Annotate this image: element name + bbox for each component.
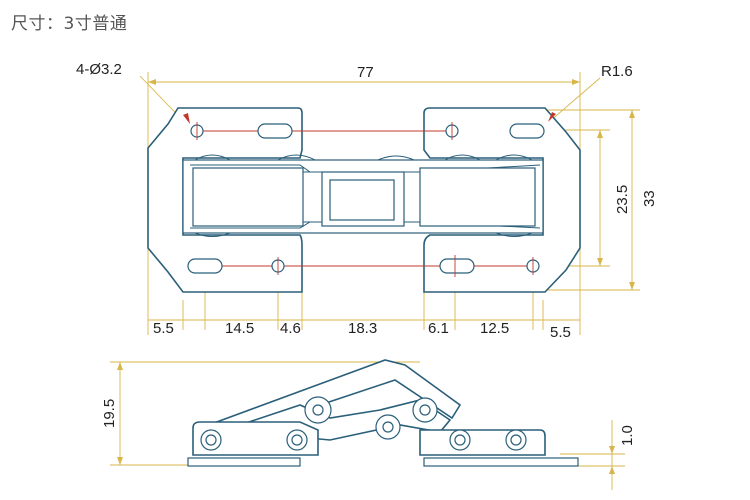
side-left-plate — [187, 457, 301, 467]
mounting-holes — [187, 123, 545, 274]
overall-width-label: 77 — [357, 64, 374, 81]
right-plate — [423, 107, 581, 293]
bottom-dimensions: 5.5 14.5 4.6 18.3 6.1 12.5 5.5 — [153, 320, 571, 341]
inner-height-label: 23.5 — [614, 185, 631, 214]
slot-bottom-left — [187, 258, 223, 274]
dim-3: 4.6 — [280, 320, 301, 337]
dim-4: 18.3 — [348, 320, 377, 337]
radius-label: R1.6 — [601, 63, 633, 80]
slot-top-left — [257, 123, 293, 139]
dim-5: 6.1 — [428, 320, 449, 337]
left-arm — [192, 167, 304, 227]
dim-2: 14.5 — [225, 320, 254, 337]
size-title: 尺寸：3寸普通 — [11, 14, 128, 34]
top-view: 4-Ø3.2 R1.6 77 23.5 33 5.5 14.5 4.6 18.3… — [76, 61, 658, 341]
dim-7: 5.5 — [550, 324, 571, 341]
left-plate — [147, 107, 303, 293]
outer-height-label: 33 — [641, 190, 658, 207]
right-arm — [419, 167, 536, 227]
center-window — [329, 179, 395, 221]
slot-bottom-right — [439, 258, 475, 274]
side-right-plate — [423, 457, 579, 467]
side-pivots — [200, 396, 527, 451]
side-view: 19.5 1.0 — [101, 359, 636, 490]
dim-1: 5.5 — [153, 320, 174, 337]
side-height-label: 19.5 — [101, 399, 118, 428]
side-left-block — [192, 421, 319, 456]
slot-top-right — [509, 123, 545, 139]
hole-spec-label: 4-Ø3.2 — [76, 61, 122, 78]
dim-6: 12.5 — [480, 320, 509, 337]
side-thickness-label: 1.0 — [619, 425, 636, 446]
